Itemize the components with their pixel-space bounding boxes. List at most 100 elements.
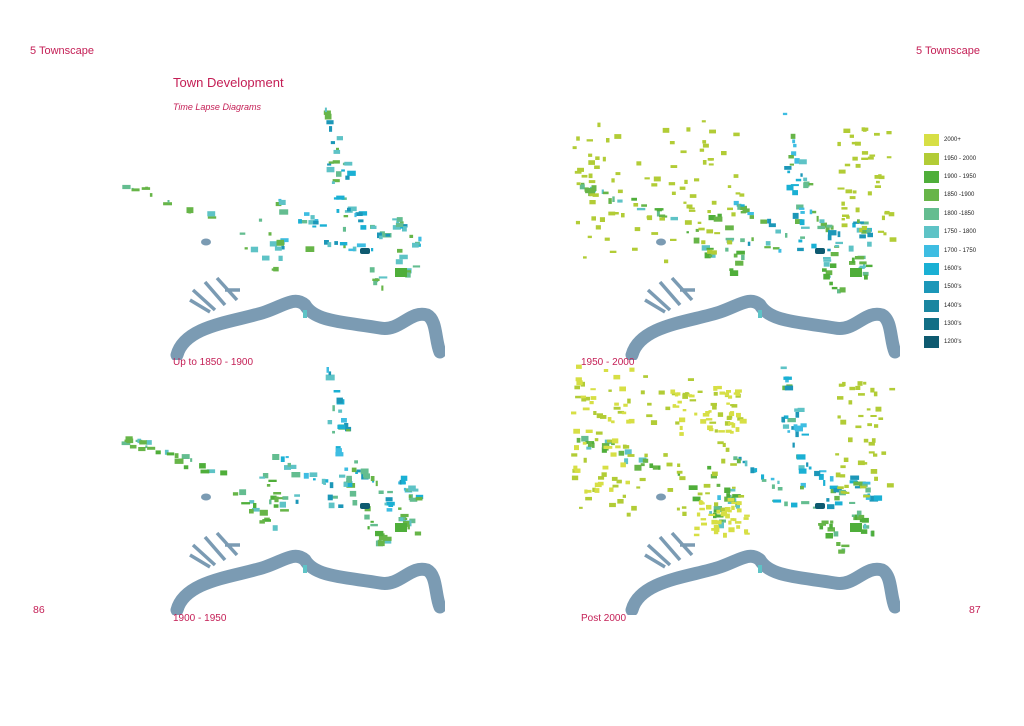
building [166, 452, 175, 456]
building [658, 465, 661, 470]
building [736, 412, 741, 418]
building [336, 171, 342, 177]
building [582, 441, 587, 445]
building [730, 430, 734, 434]
building [574, 468, 581, 473]
building [382, 539, 392, 544]
building [351, 467, 357, 473]
building [392, 218, 402, 221]
building [313, 220, 319, 225]
building [183, 465, 189, 470]
building [871, 530, 875, 537]
building [701, 240, 706, 245]
building [720, 511, 727, 517]
building [395, 268, 407, 277]
building [801, 501, 810, 505]
legend-item: 2000+ [924, 131, 994, 149]
building [861, 151, 869, 155]
building [300, 220, 308, 224]
building [749, 215, 754, 219]
building [733, 174, 739, 178]
building [798, 159, 807, 165]
building [803, 177, 808, 181]
building [862, 483, 868, 487]
building [402, 226, 407, 232]
building [395, 259, 403, 265]
building [360, 503, 370, 509]
building [869, 154, 876, 157]
building [207, 216, 217, 219]
page-title: Town Development [173, 75, 284, 90]
building [684, 179, 688, 184]
building [713, 386, 718, 391]
building [652, 465, 661, 470]
building [604, 237, 610, 241]
building [259, 476, 265, 479]
building [849, 134, 854, 138]
building [288, 464, 297, 469]
building [706, 504, 712, 510]
building [702, 140, 707, 144]
building [707, 210, 711, 214]
building [811, 210, 817, 214]
building [335, 446, 341, 449]
building [589, 193, 593, 197]
building [584, 396, 590, 401]
building [616, 480, 622, 484]
page-number-right: 87 [969, 604, 981, 616]
building [837, 231, 841, 238]
building [319, 224, 327, 227]
building [310, 215, 315, 220]
building [709, 253, 716, 258]
building [827, 527, 835, 532]
building [590, 396, 597, 400]
building [687, 394, 692, 397]
building [827, 248, 831, 252]
building [787, 418, 796, 423]
building [414, 531, 422, 536]
building [800, 211, 805, 214]
building [721, 458, 726, 464]
building [329, 126, 333, 132]
building [849, 196, 856, 200]
building [736, 250, 745, 255]
building [285, 456, 289, 459]
building [636, 161, 642, 166]
building [713, 509, 719, 513]
building [625, 480, 630, 485]
building [738, 495, 745, 498]
building [728, 395, 733, 399]
building [841, 218, 845, 221]
building [860, 529, 868, 534]
building [622, 444, 627, 449]
bridge [758, 565, 762, 573]
building [405, 517, 408, 520]
building [829, 523, 833, 529]
building [848, 245, 854, 252]
building [707, 249, 713, 254]
building [830, 252, 839, 257]
building [352, 500, 358, 506]
building [796, 204, 804, 210]
building [620, 462, 626, 468]
building [164, 449, 169, 455]
building [835, 472, 841, 478]
river [170, 549, 445, 615]
legend-item: 1500's [924, 278, 994, 296]
building [332, 160, 340, 164]
building [273, 492, 282, 495]
building [663, 453, 668, 457]
building [378, 276, 388, 279]
building [708, 410, 712, 413]
legend-item: 1200's [924, 333, 994, 351]
building [272, 454, 280, 460]
building [693, 237, 700, 244]
building [735, 427, 740, 432]
building [146, 440, 152, 445]
building [870, 387, 875, 393]
building [768, 223, 776, 228]
building [761, 474, 765, 480]
building [409, 518, 416, 524]
building [794, 408, 802, 412]
building [654, 208, 664, 211]
